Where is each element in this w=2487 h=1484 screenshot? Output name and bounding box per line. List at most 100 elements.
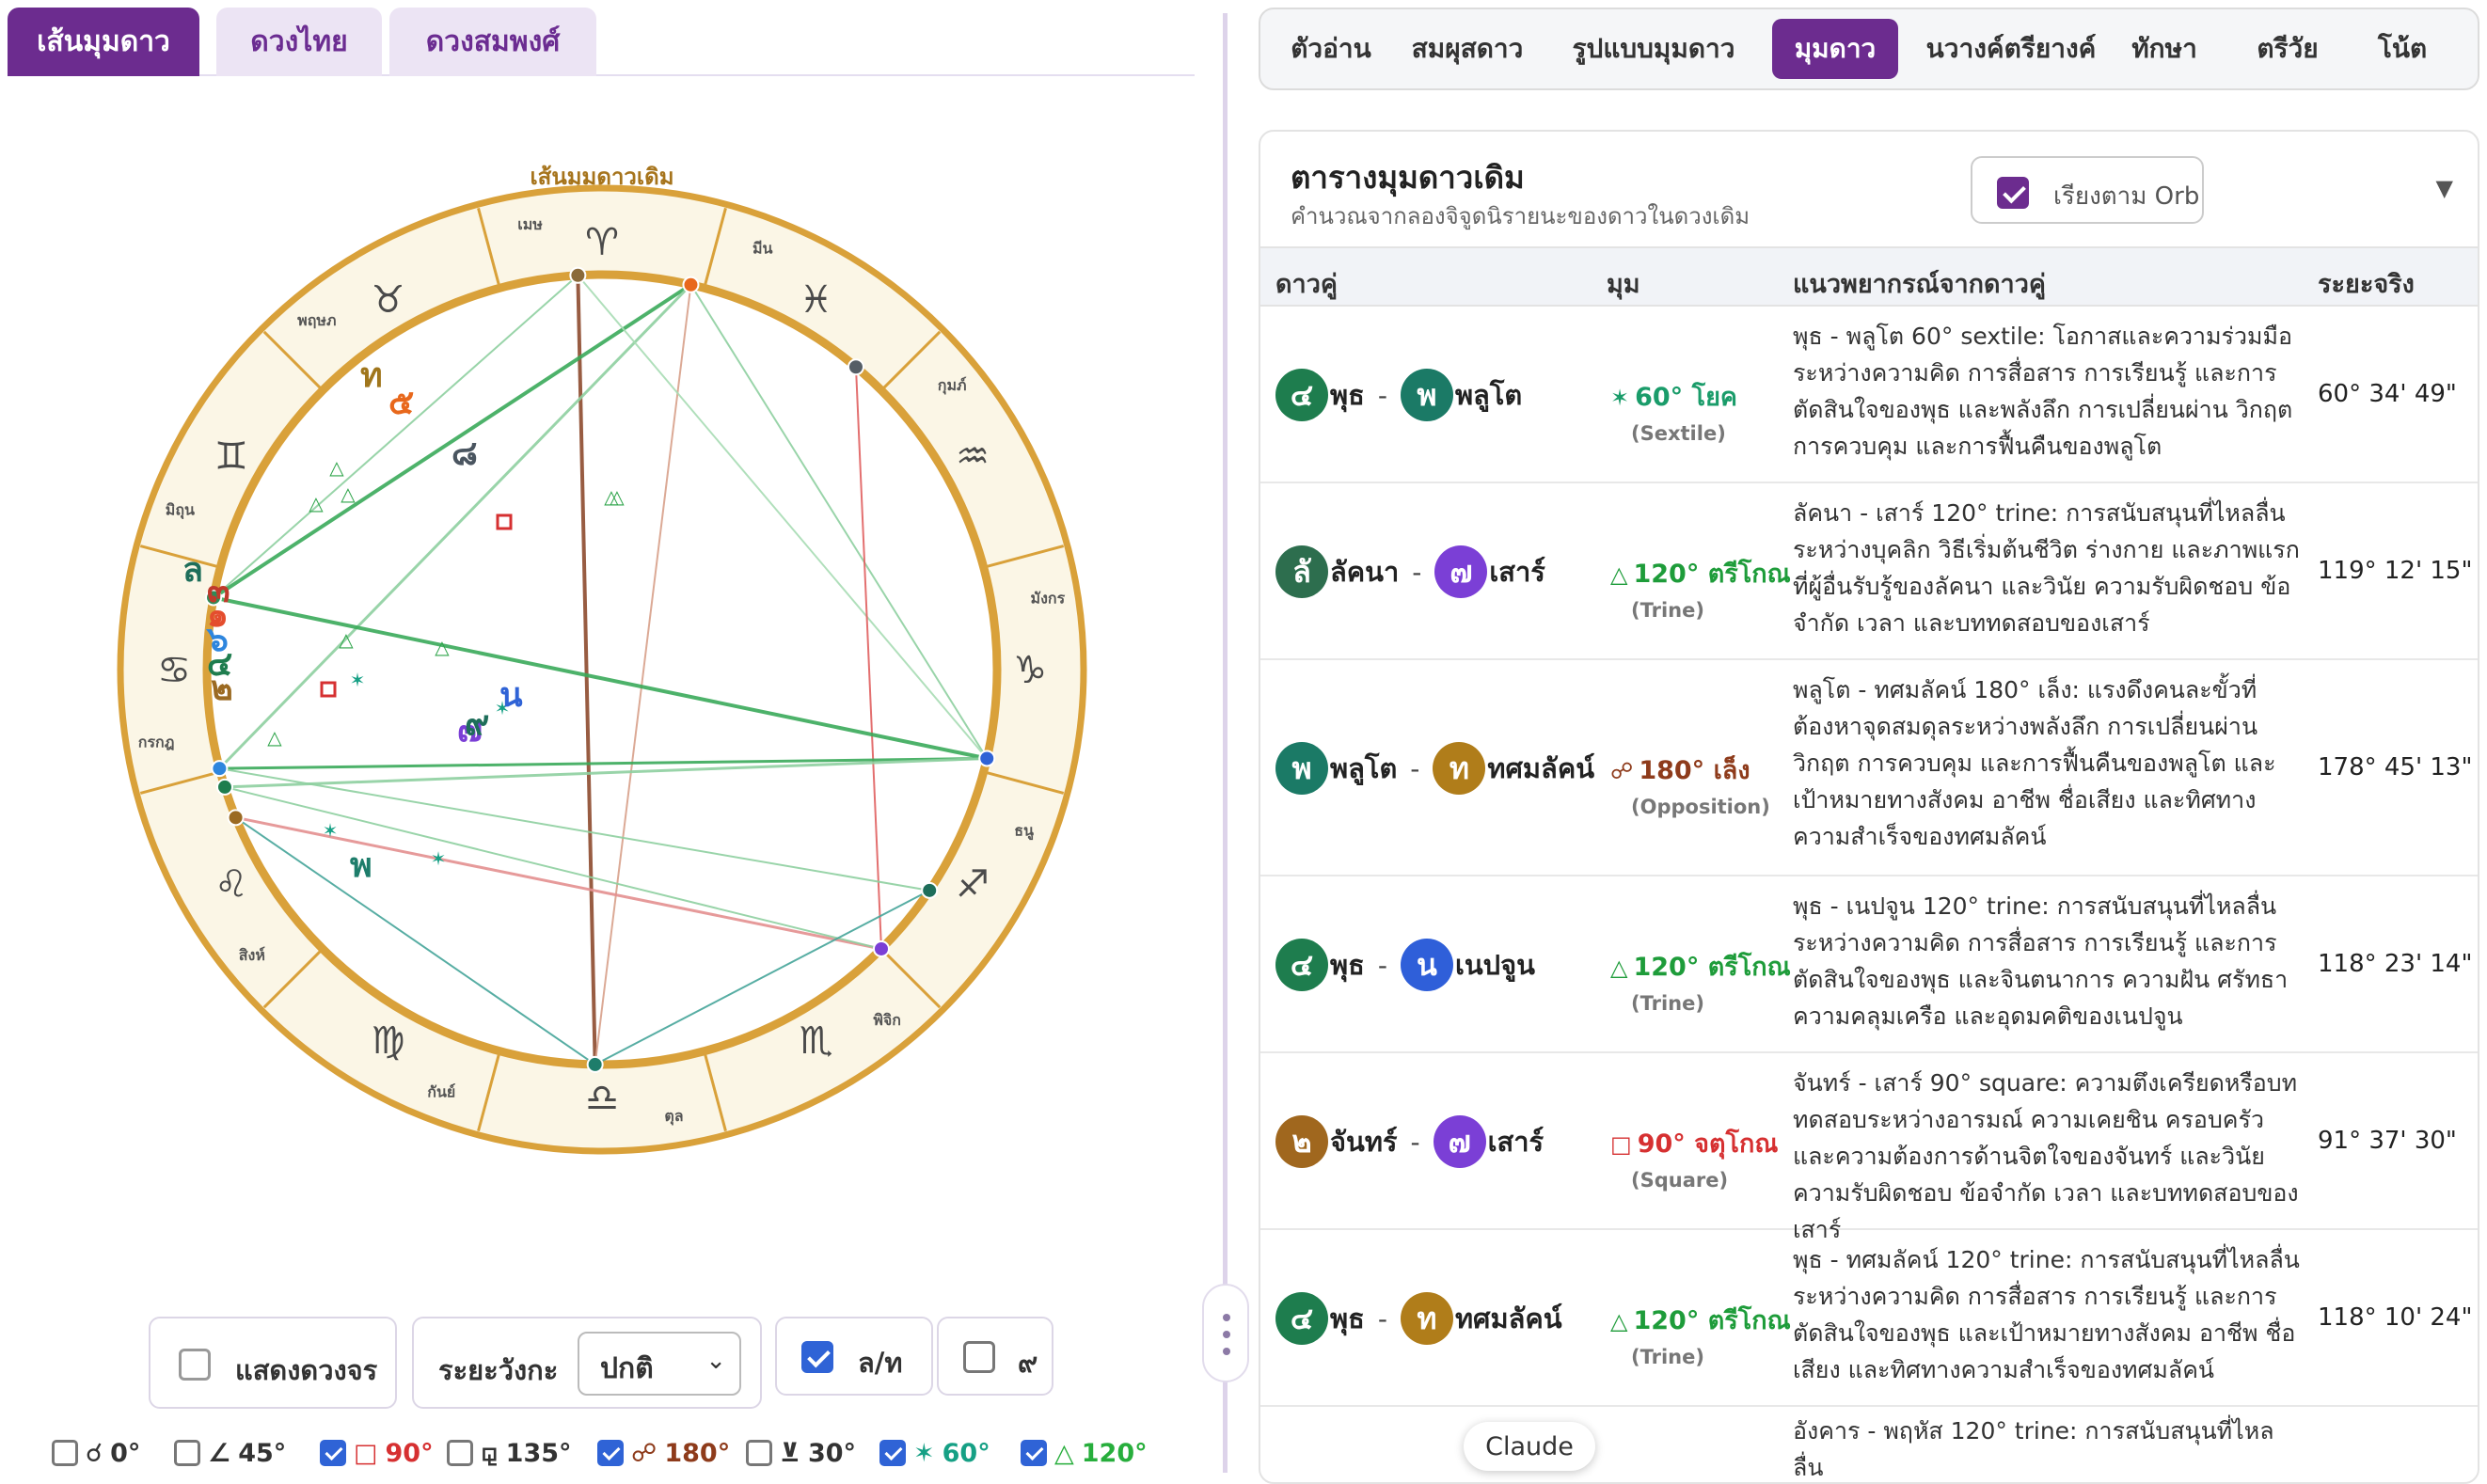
planet-label-5: ๑ <box>207 596 229 635</box>
zodiac-sign-name-6: ตุล <box>664 1107 683 1126</box>
aspect-line <box>219 767 930 892</box>
tab-thai-chart[interactable]: ดวงไทย <box>216 8 382 76</box>
square-marker <box>320 681 337 698</box>
tab-aspect-lines[interactable]: เส้นมุมดาว <box>8 8 199 76</box>
zodiac-divider <box>262 947 325 1009</box>
detail-tab-0[interactable]: ตัวอ่าน <box>1291 33 1371 64</box>
aspect-filter-checkbox[interactable] <box>447 1440 473 1466</box>
planet-dot-p1 <box>211 760 229 778</box>
planet-label-8: ๒ <box>211 670 233 708</box>
zodiac-sign-name-5: พิจิก <box>873 1011 901 1029</box>
aspect-symbol-icon: □ <box>354 1438 378 1468</box>
aspect-name: 90° จตุโกณ <box>1637 1129 1779 1159</box>
aspect-filter-checkbox[interactable] <box>597 1440 624 1466</box>
pair-separator: - <box>1412 556 1422 588</box>
zodiac-divider <box>983 770 1065 795</box>
planet-b-name: ทศมลัคน์ <box>1454 1302 1562 1334</box>
orb-select[interactable]: ปกติ ⌄ <box>578 1332 741 1396</box>
aspect-line <box>689 284 989 760</box>
sort-by-orb-label: เรียงตาม Orb <box>2053 182 2200 211</box>
aspect-english: (Square) <box>1631 1169 1729 1192</box>
aspect-symbol-icon: ⊻ <box>780 1438 800 1468</box>
planet-dot-mc <box>569 266 587 284</box>
sort-by-orb-checkbox[interactable] <box>1997 177 2029 209</box>
aspect-filter-1[interactable]: ∠45° <box>174 1434 286 1472</box>
table-header: ดาวคู่ มุม แนวพยากรณ์จากดาวคู่ ระยะจริง <box>1260 246 2478 307</box>
sort-by-orb-toggle[interactable]: เรียงตาม Orb <box>1971 156 2204 224</box>
detail-tab-3[interactable]: มุมดาว <box>1772 19 1898 79</box>
table-row[interactable]: ๒จันทร์-๗เสาร์□90° จตุโกณ(Square)91° 37'… <box>1260 1053 2478 1243</box>
aspect-filter-2[interactable]: □90° <box>320 1434 434 1472</box>
detail-tab-4[interactable]: นวางค์ตรียางค์ <box>1925 33 2097 64</box>
ninth-control[interactable]: ๙ <box>937 1317 1053 1396</box>
zodiac-glyph-8: ♌ <box>214 863 248 907</box>
aspect-name: 180° เล็ง <box>1639 756 1750 785</box>
ninth-checkbox[interactable] <box>963 1341 995 1373</box>
planet-b-name: เสาร์ <box>1487 1126 1544 1158</box>
tab-synastry[interactable]: ดวงสมพงศ์ <box>389 8 596 76</box>
table-row[interactable]: ๔พุธ-นเนปจูน△120° ตรีโกณ(Trine)118° 23' … <box>1260 876 2478 1053</box>
show-transit-checkbox[interactable] <box>179 1349 211 1381</box>
planet-a-name: พุธ <box>1330 1302 1365 1334</box>
detail-tab-7[interactable]: โน้ต <box>2377 33 2428 64</box>
detail-tab-6[interactable]: ตรีวัย <box>2257 33 2319 64</box>
aspect-cell: △120° ตรีโกณ(Trine) <box>1610 553 1791 622</box>
planet-a-name: พลูโต <box>1330 752 1398 784</box>
planet-a-name: จันทร์ <box>1330 1126 1398 1158</box>
aspect-filter-checkbox[interactable] <box>879 1440 906 1466</box>
aspect-filter-checkbox[interactable] <box>746 1440 772 1466</box>
aspect-filter-checkbox[interactable] <box>52 1440 78 1466</box>
planet-a-badge: ๔ <box>1275 369 1328 421</box>
collapse-caret-icon[interactable]: ▼ <box>2435 175 2453 201</box>
aspect-line <box>224 756 988 789</box>
aspect-marker: △ <box>435 636 450 658</box>
asc-mc-control[interactable]: ล/ท <box>775 1317 933 1396</box>
asc-mc-label: ล/ท <box>858 1347 903 1379</box>
table-row[interactable]: ลัลัคนา-๗เสาร์△120° ตรีโกณ(Trine)119° 12… <box>1260 483 2478 660</box>
zodiac-sign-name-10: มิถุน <box>166 500 195 519</box>
aspect-filter-checkbox[interactable] <box>174 1440 200 1466</box>
resize-handle[interactable] <box>1202 1284 1249 1382</box>
chevron-down-icon: ⌄ <box>705 1347 726 1375</box>
aspect-wheel-svg: เส้นมุมดาวเดิม ♈เมษ♓มีน♒กุมภ์♑มังกร♐ธนู♏… <box>117 164 1087 1155</box>
planet-label-7: ๔ <box>207 645 232 684</box>
aspect-filter-0[interactable]: ☌0° <box>52 1434 140 1472</box>
distance-value: 60° 34' 49" <box>2318 380 2457 408</box>
aspect-filter-4[interactable]: ☍180° <box>597 1434 730 1472</box>
aspect-filter-7[interactable]: △120° <box>1021 1434 1148 1472</box>
aspect-filter-checkbox[interactable] <box>1021 1440 1047 1466</box>
planet-label-1: ๕ <box>388 384 414 422</box>
planet-b-name: ทศมลัคน์ <box>1487 752 1595 784</box>
asc-mc-checkbox[interactable] <box>801 1341 833 1373</box>
prediction-text: ลัคนา - เสาร์ 120° trine: การสนับสนุนที่… <box>1793 499 2300 637</box>
show-transit-label: แสดงดวงจร <box>235 1354 378 1386</box>
aspect-english: (Trine) <box>1631 599 1704 622</box>
ninth-label: ๙ <box>1018 1347 1038 1379</box>
aspect-filter-6[interactable]: ✶60° <box>879 1434 990 1472</box>
detail-tab-1[interactable]: สมผุสดาว <box>1411 33 1524 64</box>
aspect-name: 120° ตรีโกณ <box>1633 953 1791 982</box>
show-transit-control[interactable]: แสดงดวงจร <box>149 1317 397 1409</box>
aspect-filter-checkbox[interactable] <box>320 1440 346 1466</box>
planet-label-4: ๓ <box>207 572 230 610</box>
zodiac-glyph-1: ♓ <box>800 278 833 322</box>
pane-divider <box>1223 13 1228 1473</box>
detail-tab-5[interactable]: ทักษา <box>2131 33 2197 64</box>
table-row[interactable]: ๔พุธ-ททศมลัคน์△120° ตรีโกณ(Trine)118° 10… <box>1260 1230 2478 1407</box>
planet-b-badge: น <box>1400 939 1453 991</box>
square-marker <box>496 513 513 530</box>
aspect-marker: △ <box>309 492 324 514</box>
aspect-filter-label: 180° <box>664 1438 731 1468</box>
zodiac-sign-name-2: กุมภ์ <box>938 376 967 395</box>
aspect-filter-3[interactable]: ⚼135° <box>447 1434 572 1472</box>
detail-tab-2[interactable]: รูปแบบมุมดาว <box>1572 33 1735 64</box>
aspect-wheel: เส้นมุมดาวเดิม ♈เมษ♓มีน♒กุมภ์♑มังกร♐ธนู♏… <box>94 141 1110 1213</box>
zodiac-glyph-2: ♒ <box>956 435 990 479</box>
table-row[interactable]: พพลูโต-ททศมลัคน์☍180° เล็ง(Opposition)17… <box>1260 660 2478 876</box>
zodiac-divider <box>477 207 501 289</box>
aspect-filter-5[interactable]: ⊻30° <box>746 1434 856 1472</box>
aspect-marker: △ <box>339 628 354 651</box>
orb-control: ระยะวังกะ ปกติ ⌄ <box>412 1317 762 1409</box>
zodiac-divider <box>983 545 1065 569</box>
table-row[interactable]: ๔พุธ-พพลูโต✶60° โยค(Sextile)60° 34' 49"พ… <box>1260 307 2478 483</box>
